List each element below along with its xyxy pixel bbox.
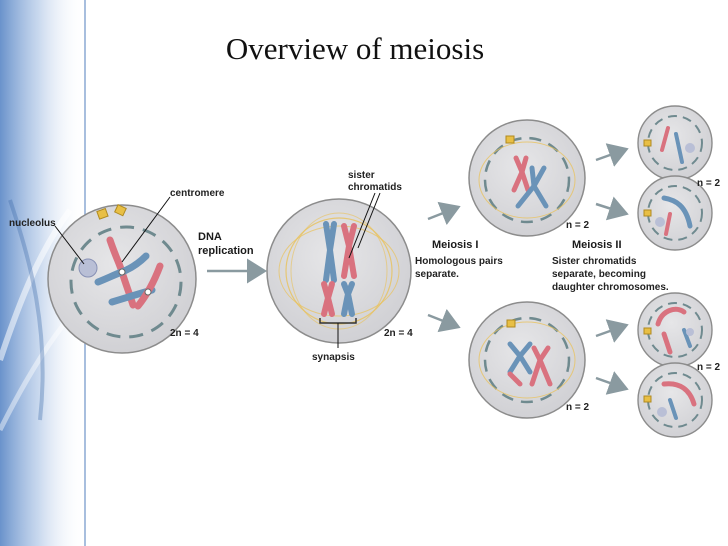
meiosis2-cell-2 [637,175,713,251]
meiosis1-bottom-chromosomes [507,341,553,387]
meiosis2-arrow-1-icon [595,143,629,167]
nucleolus-leader [54,225,85,265]
sister-leader-1 [348,192,376,259]
meiosis1-arrow-down-icon [427,308,461,333]
meiosis1-arrow-up-icon [427,201,461,226]
nucleolus-label: nucleolus [9,218,56,229]
parent-chromosomes [94,236,164,310]
replicated-ploidy-label: 2n = 4 [384,328,413,339]
replicated-chromosomes [321,221,357,317]
dna-replication-label-1: DNA [198,231,222,243]
meiosis2-cell-3 [637,292,713,368]
meiosis-ii-desc-3: daughter chromosomes. [552,282,669,293]
meiosis2-cell-4 [637,362,713,438]
meiosis-i-heading: Meiosis I [432,239,478,251]
meiosis2-arrow-3-icon [595,319,629,343]
meiosis-ii-heading: Meiosis II [572,239,622,251]
meiosis1-cell-top [468,119,586,237]
page-title: Overview of meiosis [226,31,484,66]
replicated-cell [266,198,412,348]
centrosome-icon [96,204,127,220]
meiosis2-ploidy-top: n = 2 [697,178,721,189]
meiosis-ii-desc-2: separate, becoming [552,269,646,280]
centromere-label: centromere [170,188,225,199]
centromere-leader [121,196,171,263]
synapsis-label: synapsis [312,352,355,363]
meiosis2-arrow-2-icon [595,196,629,221]
meiosis2-arrow-4-icon [595,371,629,395]
meiosis-i-desc-1: Homologous pairs [415,256,503,267]
parent-cell [47,204,197,354]
meiosis-i-desc-2: separate. [415,269,459,280]
meiosis2-ploidy-bottom: n = 2 [697,362,721,373]
sister-chromatids-label-1: sister [348,170,375,181]
meiosis-ii-desc-1: Sister chromatids [552,256,637,267]
meiosis1-top-chromosomes [511,155,549,209]
meiosis2-cell-1 [637,105,713,181]
sister-leader-2 [357,192,381,249]
parent-ploidy-label: 2n = 4 [170,328,199,339]
meiosis1-cell-bottom [468,301,586,419]
meiosis1-ploidy-top: n = 2 [566,220,590,231]
dna-replication-label-2: replication [198,245,254,257]
sister-chromatids-label-2: chromatids [348,182,402,193]
meiosis1-ploidy-bottom: n = 2 [566,402,590,413]
